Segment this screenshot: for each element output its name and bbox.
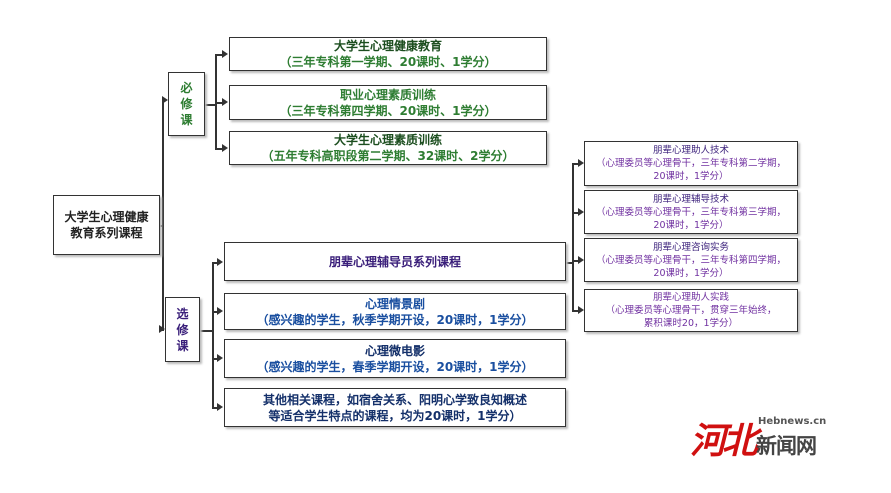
course-detail: （心理委员等心理骨干，三年专科第二学期， [595, 158, 786, 169]
connector [205, 104, 215, 106]
course-detail: （心理委员等心理骨干，三年专科第三学期， [595, 206, 786, 218]
course-detail: 20课时，1学分） [653, 219, 729, 231]
course-detail: 等适合学生特点的课程，均为20课时，1学分） [268, 408, 522, 423]
peer-course: 朋辈心理咨询实务 （心理委员等心理骨干，三年专科第四学期， 20课时，1学分） [584, 238, 798, 282]
connector [572, 260, 578, 262]
arrow-icon [217, 258, 223, 266]
connector [215, 148, 223, 150]
elective-course: 朋辈心理辅导员系列课程 [224, 242, 566, 281]
arrow-icon [578, 306, 584, 314]
course-detail: （五年专科高职段第二学期、32课时、2学分） [261, 149, 515, 163]
peer-course: 朋辈心理助人实践 （心理委员等心理骨干，贯穿三年始终， 累积课时20，1学分） [584, 289, 798, 332]
connector [572, 212, 578, 214]
watermark-name: 新闻网 [756, 434, 817, 458]
elective-label: 选修课 [176, 306, 189, 353]
required-label: 必修课 [180, 81, 193, 127]
peer-course: 朋辈心理助人技术 （心理委员等心理骨干，三年专科第二学期， 20课时，1学分） [584, 141, 798, 186]
required-course: 职业心理素质训练 （三年专科第四学期、20课时、1学分） [229, 85, 547, 120]
course-detail: （三年专科第一学期、20课时、1学分） [279, 55, 497, 69]
required-course: 大学生心理健康教育 （三年专科第一学期、20课时、1学分） [229, 37, 547, 71]
course-title: 朋辈心理咨询实务 [652, 241, 729, 253]
connector [215, 102, 223, 104]
course-title: 大学生心理健康教育 [333, 39, 442, 53]
arrow-icon [222, 144, 228, 152]
arrow-icon [578, 256, 584, 264]
course-title: 心理微电影 [364, 343, 425, 358]
course-title: 其他相关课程，如宿舍关系、阳明心学致良知概述 [262, 392, 527, 407]
watermark-site: Hebnews.cn [758, 416, 827, 427]
elective-node: 选修课 [165, 297, 200, 362]
watermark-logo: 河北 [690, 420, 758, 462]
connector [212, 407, 218, 409]
course-detail: 20课时，1学分） [653, 171, 729, 182]
arrow-icon [162, 96, 168, 104]
connector [162, 100, 164, 330]
required-node: 必修课 [168, 72, 205, 136]
peer-course: 朋辈心理辅导技术 （心理委员等心理骨干，三年专科第三学期， 20课时，1学分） [584, 190, 798, 234]
connector [572, 163, 578, 165]
course-title: 朋辈心理助人实践 [652, 292, 729, 303]
arrow-icon [159, 325, 165, 333]
course-detail: （感兴趣的学生，春季学期开设，20课时，1学分） [256, 359, 534, 374]
course-detail: （三年专科第四学期、20课时、1学分） [279, 103, 497, 118]
root-node: 大学生心理健康教育系列课程 [53, 195, 160, 255]
arrow-icon [222, 50, 228, 58]
elective-course: 心理情景剧 （感兴趣的学生，秋季学期开设，20课时，1学分） [224, 293, 566, 330]
arrow-icon [578, 208, 584, 216]
arrow-icon [217, 403, 223, 411]
arrow-icon [578, 159, 584, 167]
course-title: 大学生心理素质训练 [333, 133, 442, 147]
arrow-icon [222, 98, 228, 106]
connector [215, 54, 217, 149]
course-title: 朋辈心理助人技术 [652, 145, 729, 156]
course-detail: 20课时，1学分） [653, 267, 729, 279]
hebnews-watermark: 河北 Hebnews.cn 新闻网 [690, 410, 840, 462]
elective-course: 其他相关课程，如宿舍关系、阳明心学致良知概述 等适合学生特点的课程，均为20课时… [224, 388, 566, 427]
arrow-icon [217, 354, 223, 362]
connector [212, 358, 218, 360]
connector [572, 163, 574, 311]
course-title: 朋辈心理辅导员系列课程 [328, 254, 461, 269]
connector [200, 330, 212, 332]
connector [572, 310, 578, 312]
connector [212, 311, 218, 313]
elective-course: 心理微电影 （感兴趣的学生，春季学期开设，20课时，1学分） [224, 339, 566, 378]
course-detail: （心理委员等心理骨干，贯穿三年始终， [605, 305, 777, 316]
connector [566, 262, 572, 264]
arrow-icon [217, 307, 223, 315]
course-title: 职业心理素质训练 [339, 87, 436, 102]
course-detail: 累积课时20，1学分） [643, 318, 739, 329]
required-course: 大学生心理素质训练 （五年专科高职段第二学期、32课时、2学分） [229, 131, 547, 165]
course-detail: （感兴趣的学生，秋季学期开设，20课时，1学分） [256, 312, 534, 327]
connector [212, 262, 214, 408]
connector [215, 54, 223, 56]
course-detail: （心理委员等心理骨干，三年专科第四学期， [595, 254, 786, 266]
course-title: 朋辈心理辅导技术 [652, 193, 729, 205]
course-title: 心理情景剧 [364, 296, 425, 311]
connector [212, 262, 218, 264]
root-label: 大学生心理健康教育系列课程 [64, 210, 149, 240]
